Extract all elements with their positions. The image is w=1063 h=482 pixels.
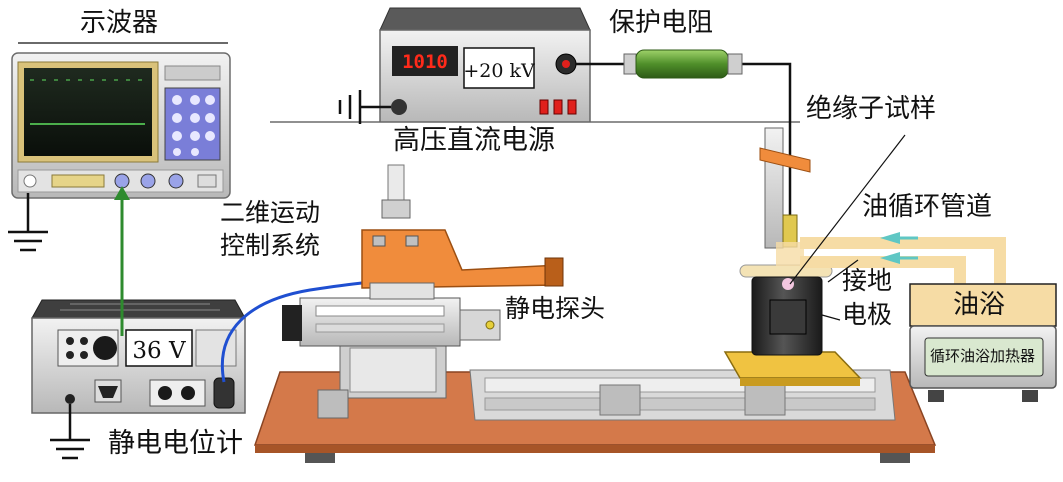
arrow-icon — [880, 252, 900, 264]
oil-circulation-pipe — [800, 237, 1006, 290]
label-protective-resistor: 保护电阻 — [609, 8, 714, 38]
svg-text:1010: 1010 — [402, 51, 448, 73]
label-insulator-sample: 绝缘子试样 — [806, 94, 937, 124]
label-electrostatic-voltmeter: 静电电位计 — [108, 428, 243, 459]
oscilloscope — [11, 52, 231, 199]
probe-arm — [361, 164, 564, 300]
arrow-icon — [114, 186, 130, 200]
hv-dc-source: 1010 +20 kV — [379, 7, 591, 123]
leader-line-sample — [789, 134, 906, 285]
oil-bath-heater — [909, 283, 1057, 402]
svg-text:+20 kV: +20 kV — [463, 60, 535, 82]
sample-assembly — [723, 127, 862, 386]
label-oil-bath: 油浴 — [953, 290, 1006, 320]
ground-icon — [50, 404, 90, 460]
ground-icon — [8, 193, 48, 252]
oscilloscope-screen — [24, 68, 152, 156]
label-ground-electrode-1: 接地 — [842, 266, 893, 295]
xy-motion-stage — [282, 297, 501, 419]
arrow-icon — [880, 232, 900, 244]
label-ground-electrode-2: 电极 — [842, 300, 893, 329]
label-bath-heater: 循环油浴加热器 — [930, 347, 1036, 365]
protective-resistor — [623, 49, 743, 79]
label-motion-control-2: 控制系统 — [220, 231, 321, 260]
electrostatic-voltmeter: 36 V — [31, 299, 246, 414]
ground-icon — [338, 90, 391, 124]
label-motion-control-1: 二维运动 — [220, 198, 321, 227]
svg-text:36 V: 36 V — [132, 338, 186, 364]
label-oscilloscope: 示波器 — [80, 8, 159, 38]
label-electrostatic-probe: 静电探头 — [505, 294, 606, 323]
label-oil-pipe: 油循环管道 — [862, 192, 993, 222]
hv-digit-display — [392, 46, 458, 76]
label-hv-source: 高压直流电源 — [393, 125, 555, 156]
